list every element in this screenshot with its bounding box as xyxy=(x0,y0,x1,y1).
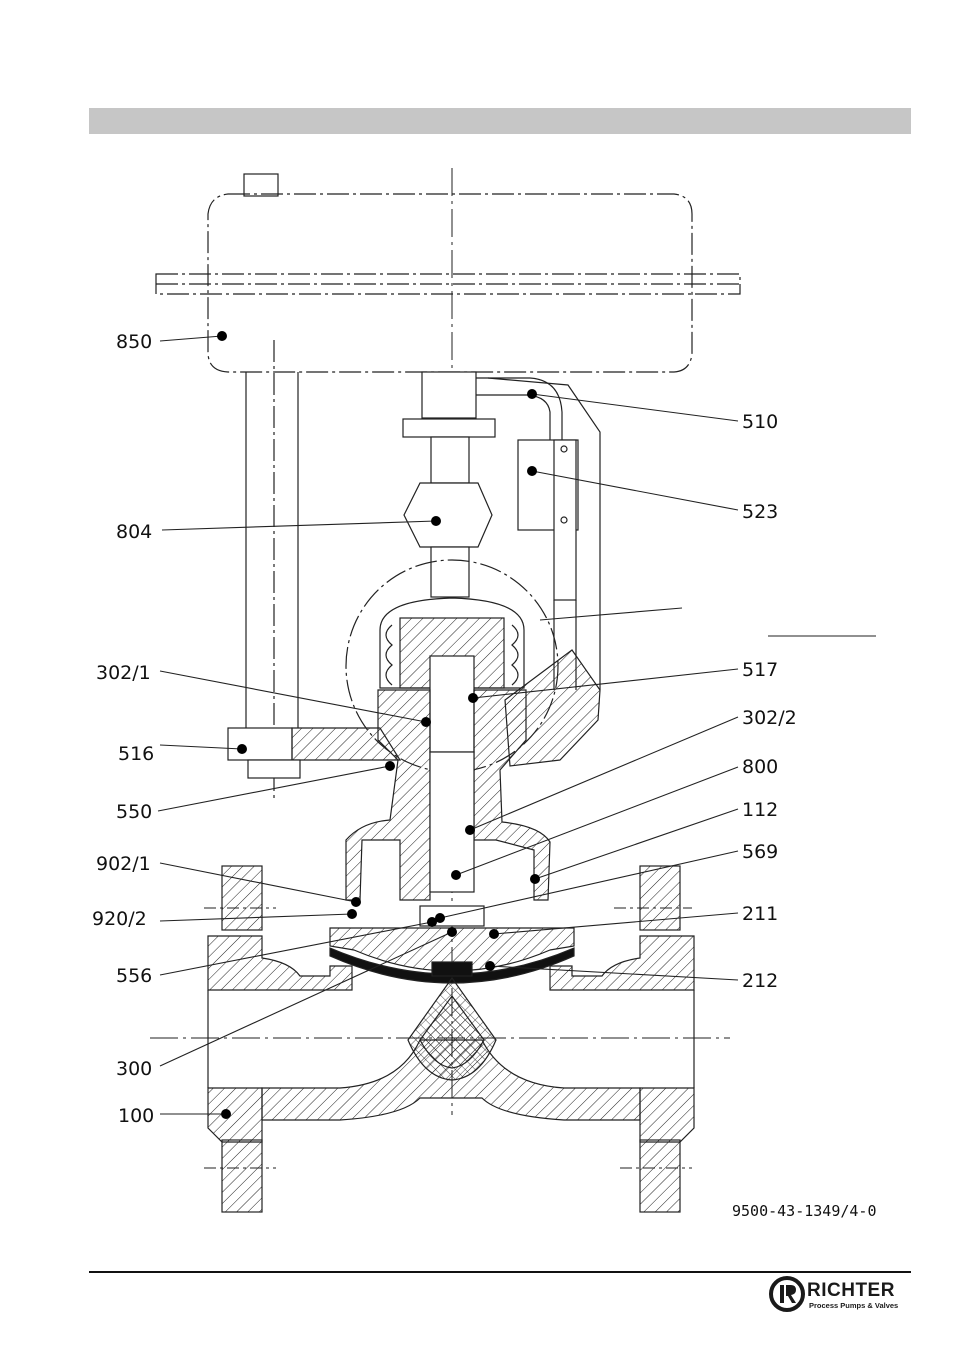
callout-800: 800 xyxy=(742,756,778,778)
callout-510: 510 xyxy=(742,411,778,433)
callout-211: 211 xyxy=(742,903,778,925)
callout-850: 850 xyxy=(116,331,152,353)
callout-100: 100 xyxy=(118,1105,154,1127)
footer-rule xyxy=(89,1271,911,1273)
richter-logo-icon xyxy=(769,1276,805,1312)
callout-920-2: 920/2 xyxy=(92,908,147,930)
logo-tagline: Process Pumps & Valves xyxy=(809,1301,898,1310)
callout-902-1: 902/1 xyxy=(96,853,151,875)
callout-112: 112 xyxy=(742,799,778,821)
drawing-number: 9500-43-1349/4-0 xyxy=(732,1202,877,1220)
callout-569: 569 xyxy=(742,841,778,863)
callout-302-1: 302/1 xyxy=(96,662,151,684)
callout-523: 523 xyxy=(742,501,778,523)
callout-556: 556 xyxy=(116,965,152,987)
callout-212: 212 xyxy=(742,970,778,992)
actuator xyxy=(156,174,740,372)
logo-name: RICHTER xyxy=(807,1280,895,1302)
callout-300: 300 xyxy=(116,1058,152,1080)
yoke-bar xyxy=(228,728,400,778)
callout-804: 804 xyxy=(116,521,152,543)
callout-302-2: 302/2 xyxy=(742,707,797,729)
stem-and-coupling xyxy=(403,372,495,597)
callout-517: 517 xyxy=(742,659,778,681)
callout-550: 550 xyxy=(116,801,152,823)
richter-logo: RICHTER Process Pumps & Valves xyxy=(769,1276,909,1316)
callout-516: 516 xyxy=(118,743,154,765)
